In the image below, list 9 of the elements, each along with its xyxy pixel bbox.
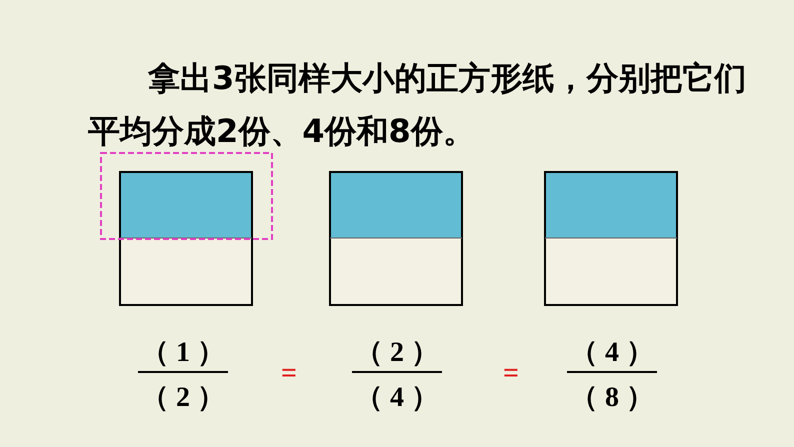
- fraction-denominator: （ 8 ）: [570, 381, 654, 415]
- fraction-denominator: （ 4 ）: [355, 381, 439, 415]
- fraction-numerator: （ 1 ）: [141, 336, 225, 370]
- fraction-numerator: （ 4 ）: [570, 336, 654, 370]
- instruction-text: 拿出3张同样大小的正方形纸，分别把它们平均分成2份、4份和8份。: [88, 58, 748, 152]
- equals-sign: =: [281, 358, 297, 390]
- fraction-numerator: （ 2 ）: [355, 336, 439, 370]
- equals-sign: =: [503, 358, 519, 390]
- fraction-denominator: （ 2 ）: [141, 381, 225, 415]
